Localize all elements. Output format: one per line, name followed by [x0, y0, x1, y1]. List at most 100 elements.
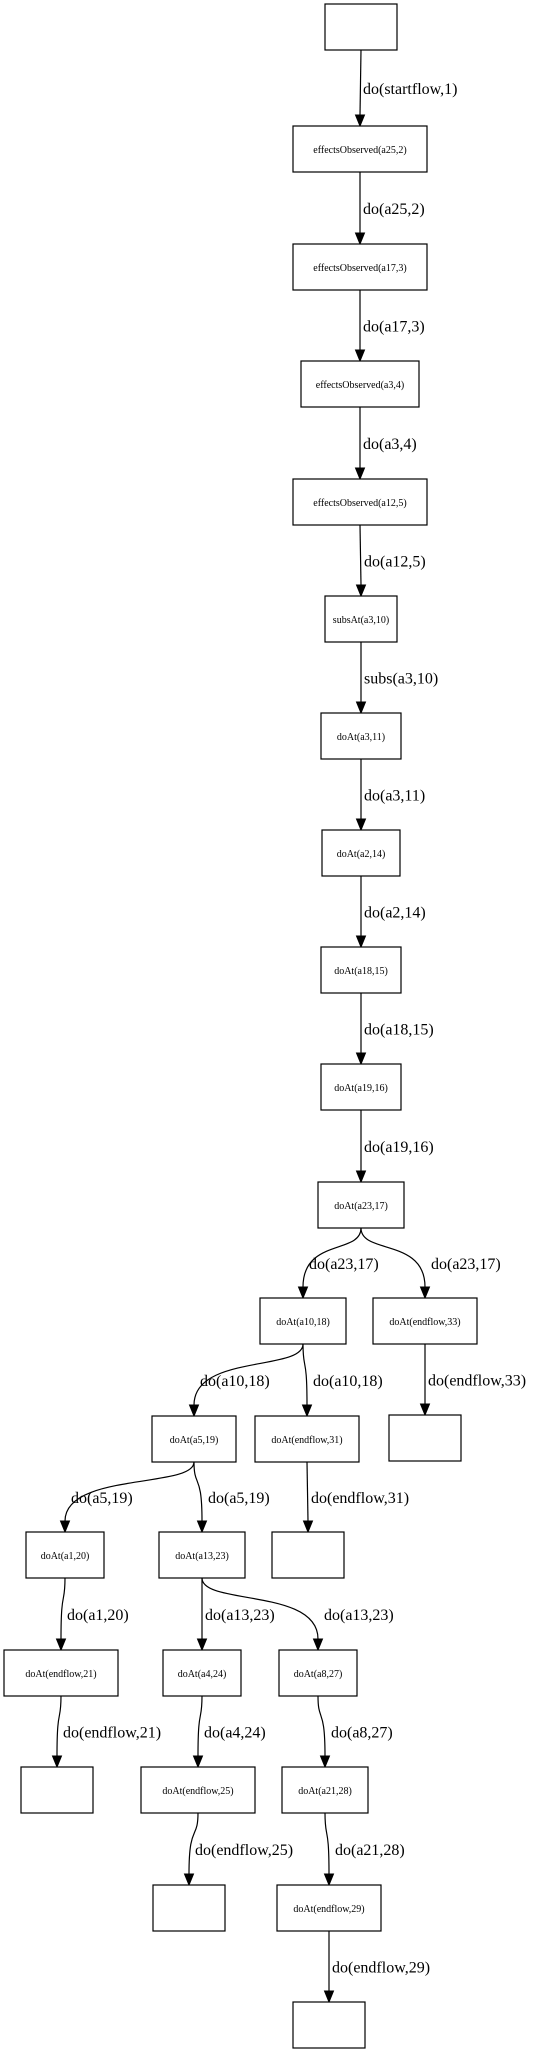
node-n5: subsAt(a3,10)	[324, 595, 398, 643]
node-n24: doAt(a21,28)	[281, 1766, 369, 1814]
node-label: doAt(endflow,33)	[389, 1317, 460, 1328]
node-label: doAt(a23,17)	[334, 1201, 388, 1212]
edge-label: do(startflow,1)	[363, 81, 458, 98]
edge-label: do(a21,28)	[335, 1842, 405, 1859]
arrowhead-icon	[419, 1403, 431, 1417]
edge-label: do(a12,5)	[364, 554, 426, 571]
node-box	[292, 2001, 366, 2049]
edge-label: do(a8,27)	[331, 1725, 393, 1742]
node-box	[271, 1531, 345, 1579]
arrowhead-icon	[55, 1638, 67, 1652]
node-box	[254, 1415, 360, 1463]
node-n25	[152, 1884, 226, 1932]
edge-n9-n10: do(a19,16)	[355, 1110, 434, 1184]
node-n26: doAt(endflow,29)	[276, 1884, 382, 1932]
node-label: subsAt(a3,10)	[333, 615, 389, 626]
node-box	[3, 1649, 119, 1697]
edge-label: do(a23,17)	[309, 1256, 379, 1273]
edge-line	[188, 1812, 199, 1875]
node-n11: doAt(a10,18)	[259, 1297, 347, 1345]
arrowhead-icon	[355, 701, 367, 715]
node-label: doAt(endflow,31)	[271, 1435, 342, 1446]
node-box	[152, 1884, 226, 1932]
node-label: effectsObserved(a25,2)	[313, 145, 406, 156]
node-box	[324, 595, 398, 643]
edge-line	[193, 1343, 304, 1406]
node-box	[292, 243, 428, 291]
edge-n7-n8: do(a2,14)	[355, 876, 426, 949]
node-root	[324, 3, 398, 51]
node-n18: doAt(a13,23)	[158, 1531, 246, 1579]
edge-line	[359, 524, 362, 586]
arrowhead-icon	[183, 1873, 195, 1887]
edge-line	[360, 1227, 426, 1288]
edge-n19-n22: do(endflow,21)	[51, 1695, 161, 1769]
node-n2: effectsObserved(a17,3)	[292, 243, 428, 291]
edge-line	[197, 1695, 203, 1757]
edge-label: do(a2,14)	[364, 905, 426, 922]
edge-line	[64, 1461, 195, 1522]
node-n3: effectsObserved(a3,4)	[300, 360, 420, 408]
edge-label: subs(a3,10)	[364, 671, 438, 688]
edge-label: do(a4,24)	[204, 1725, 266, 1742]
node-n7: doAt(a2,14)	[321, 829, 401, 877]
edge-n10-n11: do(a23,17)	[297, 1227, 379, 1300]
arrowhead-icon	[354, 349, 366, 363]
edge-n18-n21: do(a13,23)	[201, 1577, 394, 1652]
node-box	[151, 1415, 237, 1463]
edge-n12-n13: do(endflow,33)	[419, 1344, 526, 1417]
edge-label: do(a1,20)	[67, 1607, 129, 1624]
edge-label: do(a3,11)	[364, 788, 425, 805]
arrowhead-icon	[323, 1873, 335, 1887]
edge-line	[302, 1343, 308, 1406]
arrowhead-icon	[302, 1520, 314, 1534]
arrowhead-icon	[354, 467, 366, 481]
edge-n1-n2: do(a25,2)	[354, 172, 425, 246]
node-label: doAt(a3,11)	[337, 732, 385, 743]
node-box	[259, 1297, 347, 1345]
edge-line	[359, 49, 362, 116]
edge-line	[193, 1461, 203, 1522]
edge-label: do(a10,18)	[200, 1373, 270, 1390]
node-box	[162, 1649, 242, 1697]
node-label: doAt(a13,23)	[175, 1551, 229, 1562]
edge-label: do(endflow,33)	[428, 1373, 526, 1390]
node-label: doAt(a21,28)	[298, 1786, 352, 1797]
node-label: doAt(a8,27)	[294, 1669, 343, 1680]
edge-label: do(a19,16)	[364, 1139, 434, 1156]
edge-n18-n20: do(a13,23)	[196, 1578, 275, 1652]
edge-label: do(a3,4)	[363, 436, 417, 453]
edge-n6-n7: do(a3,11)	[355, 759, 425, 832]
edge-line	[302, 1227, 362, 1288]
node-box	[20, 1766, 94, 1814]
node-n17: doAt(a1,20)	[25, 1531, 105, 1579]
edge-n10-n12: do(a23,17)	[360, 1227, 501, 1300]
node-n27	[292, 2001, 366, 2049]
edge-label: do(a18,15)	[364, 1022, 434, 1039]
node-label: doAt(a4,24)	[178, 1669, 227, 1680]
edge-n4-n5: do(a12,5)	[355, 524, 426, 598]
edge-n2-n3: do(a17,3)	[354, 290, 425, 363]
edge-label: do(a5,19)	[208, 1490, 270, 1507]
edge-n8-n9: do(a18,15)	[355, 993, 434, 1066]
node-label: doAt(endflow,25)	[162, 1786, 233, 1797]
node-box	[292, 478, 428, 526]
node-n14: doAt(a5,19)	[151, 1415, 237, 1463]
edge-n14-n18: do(a5,19)	[193, 1461, 270, 1534]
edge-n11-n15: do(a10,18)	[301, 1343, 383, 1418]
arrowhead-icon	[355, 818, 367, 832]
arrowhead-icon	[196, 1638, 208, 1652]
edge-label: do(endflow,31)	[311, 1490, 409, 1507]
node-label: doAt(a18,15)	[334, 966, 388, 977]
node-n15: doAt(endflow,31)	[254, 1415, 360, 1463]
arrowhead-icon	[419, 1286, 431, 1300]
edge-n24-n26: do(a21,28)	[323, 1812, 405, 1887]
node-box	[321, 829, 401, 877]
node-label: doAt(endflow,21)	[25, 1669, 96, 1680]
arrowhead-icon	[354, 114, 366, 128]
node-box	[25, 1531, 105, 1579]
node-label: effectsObserved(a12,5)	[313, 498, 406, 509]
edge-root-n1: do(startflow,1)	[354, 49, 458, 128]
node-box	[324, 3, 398, 51]
